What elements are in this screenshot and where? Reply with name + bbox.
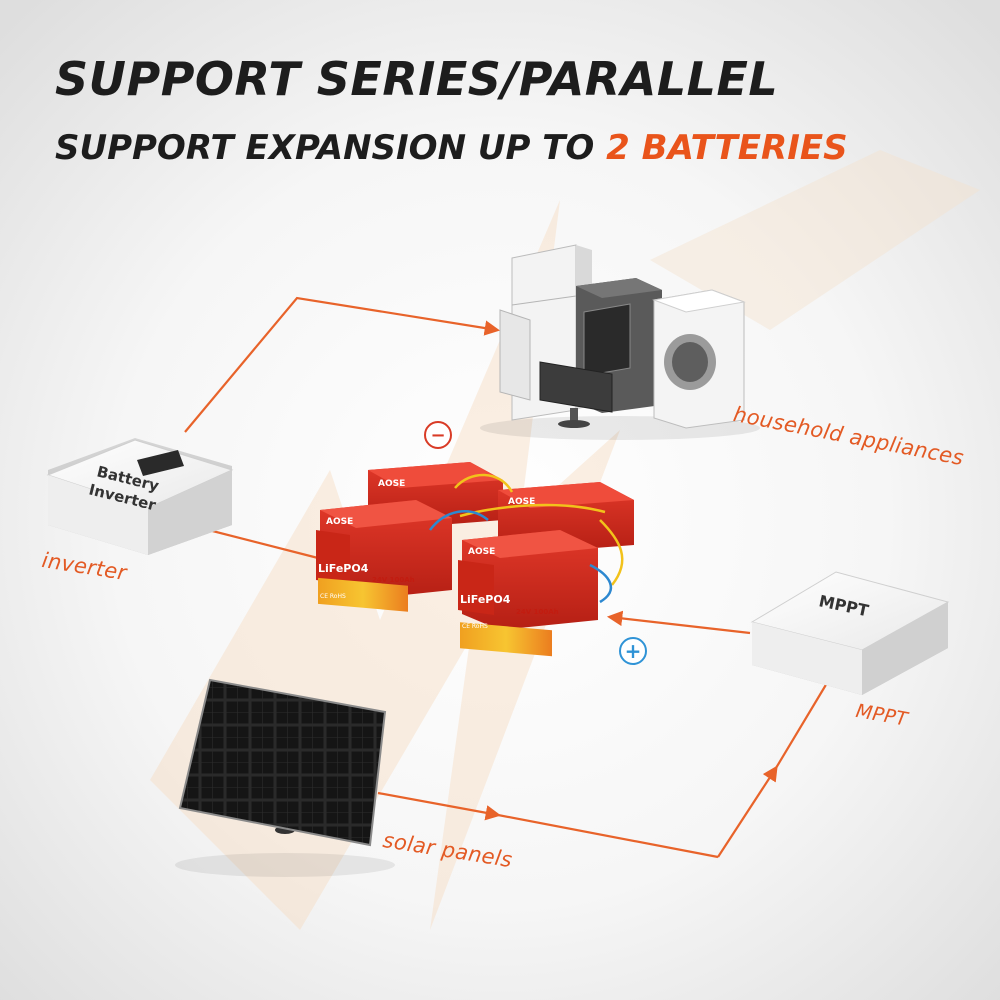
mppt-device: MPPT <box>750 571 950 695</box>
household-appliances-illustration <box>480 244 760 440</box>
solar-panel-illustration <box>175 678 395 877</box>
battery-brand: AOSE <box>326 517 353 527</box>
negative-terminal-icon: − <box>424 421 452 449</box>
subtitle-highlight: 2 BATTERIES <box>606 128 848 168</box>
battery-front-right: AOSE LiFePO4 24V 100Ah CE RoHS <box>458 530 598 657</box>
battery-rating: 24V 100Ah <box>372 576 415 584</box>
battery-cables <box>429 473 624 604</box>
battery-brand: AOSE <box>468 547 495 557</box>
wire-inverter-to-appliances <box>184 296 501 433</box>
wire-to-mppt-end <box>775 677 831 769</box>
wire-mppt-to-batteries <box>606 610 751 635</box>
battery-chemistry: LiFePO4 <box>318 562 369 575</box>
positive-terminal-icon: + <box>619 637 647 665</box>
battery-marks: CE RoHS <box>462 623 488 630</box>
page-subtitle: SUPPORT EXPANSION UP TO 2 BATTERIES <box>55 128 848 168</box>
wire-solar-to-junction <box>377 791 502 821</box>
svg-text:−: − <box>430 425 445 446</box>
solar-panel-icon <box>178 678 387 847</box>
battery-marks: CE RoHS <box>320 593 346 600</box>
svg-text:+: + <box>625 639 642 663</box>
battery-brand: AOSE <box>378 479 405 489</box>
washing-machine-icon <box>652 289 746 429</box>
monitor-icon <box>539 361 613 428</box>
subtitle-prefix: SUPPORT EXPANSION UP TO <box>55 128 607 168</box>
battery-bank: AOSE AOSE AOSE LiFePO4 24V 100Ah CE RoHS… <box>316 462 634 657</box>
inverter-display-icon <box>137 450 184 476</box>
battery-brand: AOSE <box>508 497 535 507</box>
battery-label-panel <box>318 577 408 612</box>
oven-icon <box>576 278 662 413</box>
battery-inverter-device: Battery Inverter <box>46 438 234 555</box>
battery-chemistry: LiFePO4 <box>460 593 511 606</box>
wiring <box>184 296 831 859</box>
wire-solar-segment <box>497 813 719 859</box>
wire-up-to-mppt <box>717 765 778 858</box>
battery-front-left: AOSE LiFePO4 24V 100Ah CE RoHS <box>316 500 452 612</box>
page-title: SUPPORT SERIES/PARALLEL <box>55 52 779 106</box>
battery-rating: 24V 100Ah <box>516 608 559 616</box>
battery-label-panel <box>460 622 552 657</box>
